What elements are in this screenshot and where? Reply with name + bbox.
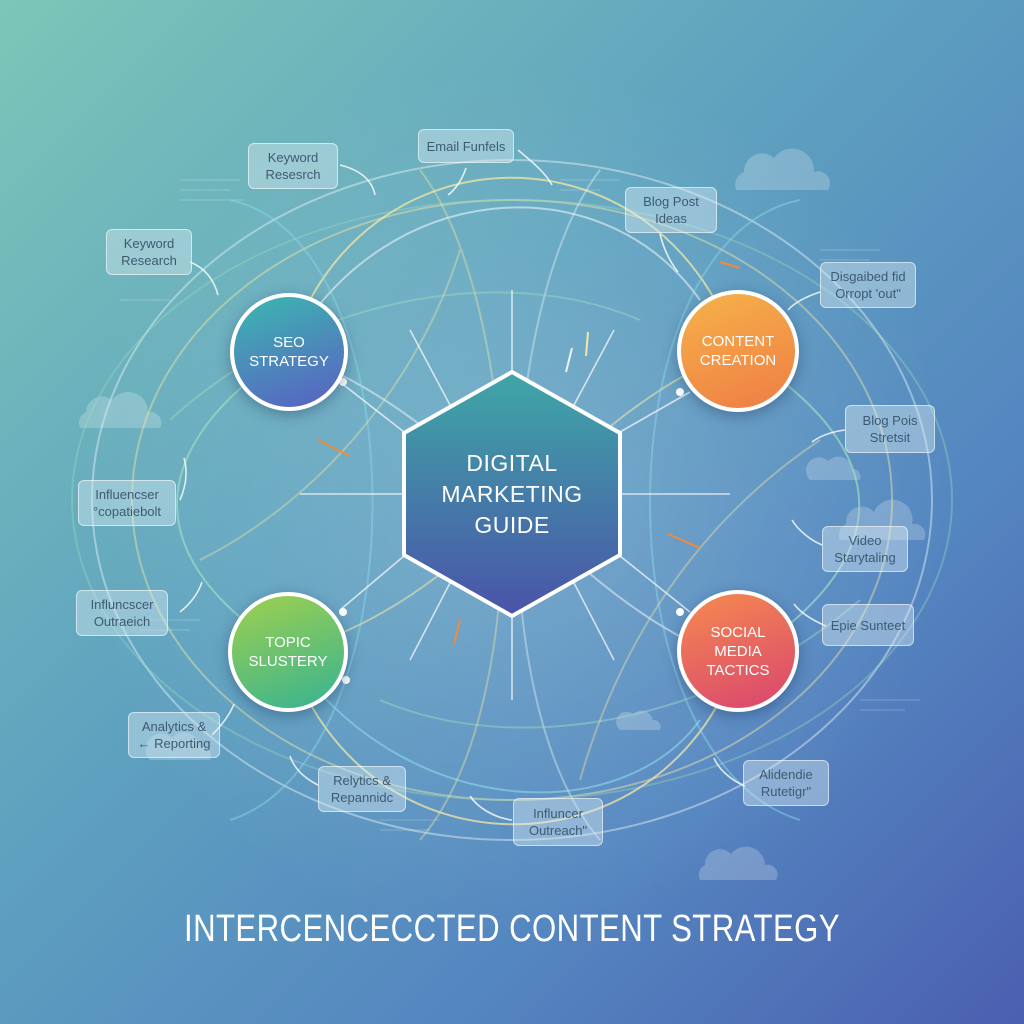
accent-arrows <box>317 261 741 645</box>
cloud-icon <box>78 391 162 428</box>
hub-label: SEO STRATEGY <box>249 334 329 370</box>
cloud-icon <box>735 148 831 190</box>
tag-influencer-outreach-left2[interactable]: Influencser °copatiebolt <box>78 480 176 526</box>
tag-connectors <box>179 149 846 821</box>
tag-analytics-reporting[interactable]: Analytics & ← Reporting <box>128 712 220 758</box>
hub-social-media-tactics[interactable]: SOCIAL MEDIA TACTICS <box>677 590 799 712</box>
hub-label: CONTENT CREATION <box>699 333 777 369</box>
tag-epic-summary[interactable]: Epie Sunteet <box>822 604 914 646</box>
tag-audience-router[interactable]: Alidendie Rutetigr" <box>743 760 829 806</box>
core-label: DIGITAL MARKETING GUIDE <box>441 450 583 538</box>
tag-blog-post-stretch[interactable]: Blog Pois Stretsit <box>845 405 935 453</box>
central-hexagon <box>402 370 622 618</box>
cloud-icon <box>616 710 661 730</box>
tag-blog-post-ideas[interactable]: Blog Post Ideas <box>625 187 717 233</box>
cloud-icon <box>145 732 212 760</box>
hub-topic-clustery[interactable]: TOPIC SLUSTERY <box>228 592 348 712</box>
tag-keyword-research-top[interactable]: Keyword Resesrch <box>248 143 338 189</box>
tag-email-funnels[interactable]: Email Funfels <box>418 129 514 163</box>
tag-influencer-outreach-left[interactable]: Influncscer Outraeich <box>76 590 168 636</box>
hub-label: SOCIAL MEDIA TACTICS <box>706 623 770 679</box>
tag-disguised-opt-out[interactable]: Disgaibed fid Orropt 'out" <box>820 262 916 308</box>
hub-seo-strategy[interactable]: SEO STRATEGY <box>230 293 348 411</box>
tag-keyword-research-left[interactable]: Keyword Research <box>106 229 192 275</box>
tag-video-storytelling[interactable]: Video Starytaling <box>822 526 908 572</box>
hub-label: TOPIC SLUSTERY <box>248 634 328 670</box>
cloud-icon <box>698 846 778 880</box>
cloud-icon <box>805 456 861 480</box>
center-spokes <box>300 290 730 700</box>
page-title: INTERCENCECCTED CONTENT STRATEGY <box>184 908 840 950</box>
tag-analytics-reporting-bottom[interactable]: Relytics & Repannidc <box>318 766 406 812</box>
hub-content-creation[interactable]: CONTENT CREATION <box>677 290 799 412</box>
background-clouds <box>78 148 926 880</box>
tag-influencer-outreach-bottom[interactable]: Influncer Outreach" <box>513 798 603 846</box>
